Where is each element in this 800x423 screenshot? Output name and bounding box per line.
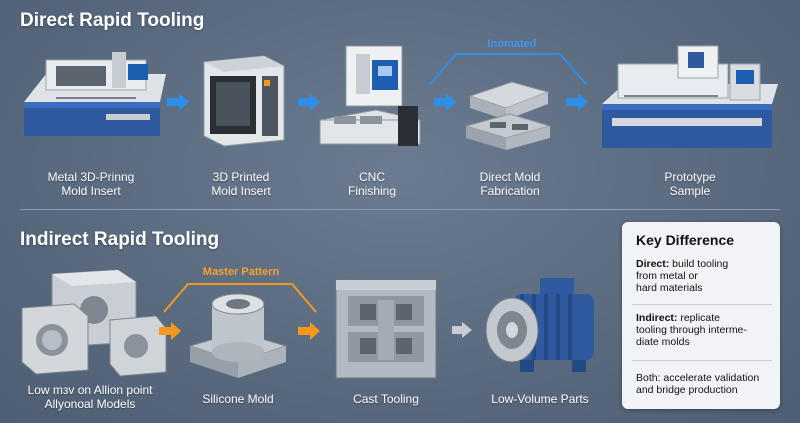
arrow-right-icon — [452, 322, 472, 338]
direct-step-label-1: Metal 3D-Prinng Mold Insert — [47, 170, 135, 198]
metal-3d-printer-icon — [24, 52, 166, 136]
key-text-indirect: replicate tooling through interme- diate… — [636, 312, 747, 348]
key-term-indirect: Indirect: — [636, 312, 678, 324]
callout-bracket-direct — [429, 53, 587, 85]
arrow-right-icon — [298, 322, 320, 340]
key-difference-card: Key Difference Direct: build tooling fro… — [622, 222, 780, 409]
arrow-right-icon — [434, 93, 456, 111]
arrow-right-icon — [298, 93, 320, 111]
key-item-both: Both: accelerate validation and bridge p… — [636, 372, 772, 396]
direct-step-label-5: Prototype Sample — [664, 170, 716, 198]
arrow-right-icon — [167, 93, 189, 111]
direct-step-label-4: Direct Mold Fabrication — [479, 170, 541, 198]
key-separator — [632, 360, 772, 361]
3d-printer-cabinet-icon — [203, 55, 285, 147]
arrow-right-icon — [159, 322, 181, 340]
direct-section-title: Direct Rapid Tooling — [20, 10, 205, 31]
cnc-machine-icon — [319, 45, 421, 146]
indirect-step-label-4: Low-Volume Parts — [491, 392, 589, 406]
callout-bracket-indirect — [163, 283, 317, 313]
key-item-indirect: Indirect: replicate tooling through inte… — [636, 312, 772, 348]
indirect-step-label-2: Silicone Mold — [202, 392, 274, 406]
cast-tooling-icon — [335, 279, 437, 379]
direct-step-label-3: CNC Finishing — [347, 170, 397, 198]
indirect-section-title: Indirect Rapid Tooling — [20, 229, 220, 250]
key-separator — [632, 304, 772, 305]
direct-callout-label: Inomated — [487, 38, 537, 50]
key-text-direct: build tooling from metal or hard materia… — [636, 258, 729, 294]
key-difference-title: Key Difference — [636, 232, 735, 248]
metal-models-icon — [21, 269, 167, 377]
key-text-both: Both: accelerate validation and bridge p… — [636, 372, 760, 396]
indirect-step-label-1: Low mзv on Allion point Allyonoal Models — [27, 383, 153, 411]
arrow-right-icon — [566, 93, 588, 111]
electric-motor-icon — [485, 278, 594, 372]
key-item-direct: Direct: build tooling from metal or hard… — [636, 258, 772, 294]
direct-mold-icon — [464, 81, 552, 150]
prototype-machine-icon — [602, 45, 778, 148]
indirect-step-label-3: Cast Tooling — [353, 392, 419, 406]
section-divider — [20, 209, 780, 210]
direct-step-label-2: 3D Printed Mold Insert — [211, 170, 271, 198]
silicone-mold-icon — [188, 293, 288, 378]
key-term-direct: Direct: — [636, 258, 670, 270]
indirect-callout-label: Master Pattern — [202, 266, 280, 278]
